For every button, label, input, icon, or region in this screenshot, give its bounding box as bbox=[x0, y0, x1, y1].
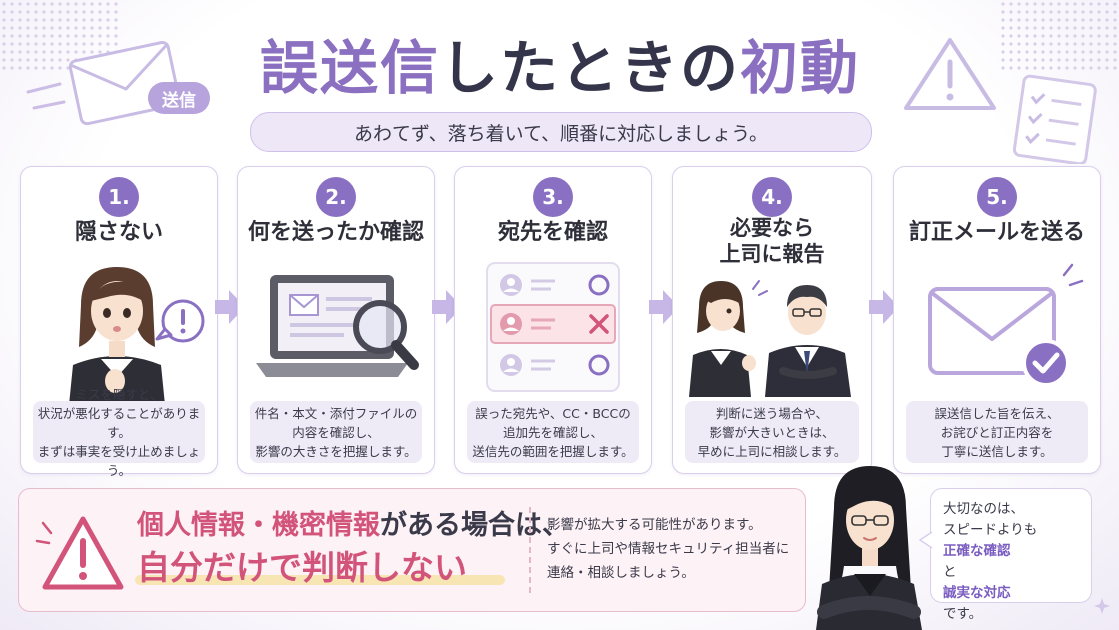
warning-detail: 影響が拡大する可能性があります。 すぐに上司や情報セキュリティ担当者に 連絡・相… bbox=[547, 517, 790, 581]
arrow-right-icon bbox=[869, 290, 899, 324]
warning-triangle-icon bbox=[904, 38, 996, 110]
title-accent: 初動 bbox=[740, 34, 861, 102]
step-number: 2. bbox=[316, 177, 356, 217]
dot-pattern bbox=[999, 0, 1119, 70]
arrow-right-icon bbox=[649, 290, 679, 324]
step-number: 5. bbox=[977, 177, 1017, 217]
step-title: 必要なら 上司に報告 bbox=[719, 216, 825, 266]
envelope-icon bbox=[26, 41, 181, 126]
step-title: 隠さない bbox=[74, 220, 163, 245]
step-card-2: 2. 何を送ったか確認 件名・本文・添付ファイルの 内容を確認し、 影響の大きさ… bbox=[237, 166, 435, 474]
warning-emphasis: 自分だけで判断しない bbox=[137, 548, 467, 587]
highlight-underline bbox=[135, 575, 505, 585]
page-title: 誤送信 したときの 初動 bbox=[240, 22, 880, 104]
step-description: 件名・本文・添付ファイルの 内容を確認し、 影響の大きさを把握します。 bbox=[250, 401, 422, 463]
step-description: ミスを隠すと、 状況が悪化することがあります。 まずは事実を受け止めましょう。 bbox=[33, 387, 205, 478]
divider bbox=[529, 507, 531, 593]
warning-headline: 個人情報・機密情報がある場合は、 bbox=[137, 510, 569, 541]
speech-bubble: 大切なのは、 スピードよりも 正確な確認と 誠実な対応です。 bbox=[930, 488, 1092, 622]
title-plain: したときの bbox=[439, 34, 740, 102]
bubble-tail bbox=[918, 531, 933, 549]
subtitle: あわてず、落ち着いて、順番に対応しましょう。 bbox=[250, 112, 872, 152]
step-card-5: 5. 訂正メールを送る 誤送信した旨を伝え、 お詫びと訂正内容を 丁寧に送信しま… bbox=[893, 166, 1101, 474]
step-title: 訂正メールを送る bbox=[908, 220, 1085, 245]
step-card-3: 3. 宛先を確認 誤った宛先や、CC・BCCの 追加先を確認し、 送信先の範囲を… bbox=[454, 166, 652, 474]
recipient-list-icon bbox=[486, 262, 620, 392]
arrow-right-icon bbox=[215, 290, 245, 324]
warning-box: 個人情報・機密情報がある場合は、 自分だけで判断しない 影響が拡大する可能性があ… bbox=[18, 488, 806, 612]
step-card-4: 4. 必要なら 上司に報告 判断に迷う場合や、 影 bbox=[672, 166, 872, 474]
step-title: 宛先を確認 bbox=[497, 220, 608, 245]
worried-woman-icon bbox=[69, 267, 205, 405]
title-accent: 誤送信 bbox=[259, 34, 440, 102]
checklist-icon bbox=[1012, 74, 1097, 164]
laptop-magnifier-icon bbox=[256, 275, 419, 377]
step-card-1: 1. 隠さない ミスを隠すと、 状況が悪化することがあります。 まずは事実を受け… bbox=[20, 166, 218, 478]
step-description: 誤送信した旨を伝え、 お詫びと訂正内容を 丁寧に送信します。 bbox=[906, 401, 1088, 463]
businesswoman-icon bbox=[816, 466, 922, 630]
envelope-check-icon bbox=[928, 263, 1084, 387]
report-to-boss-icon bbox=[689, 280, 851, 397]
step-description: 誤った宛先や、CC・BCCの 追加先を確認し、 送信先の範囲を把握します。 bbox=[467, 401, 639, 463]
step-number: 4. bbox=[752, 177, 792, 217]
step-title: 何を送ったか確認 bbox=[247, 220, 424, 245]
warning-triangle-icon bbox=[35, 516, 124, 590]
step-number: 1. bbox=[99, 177, 139, 217]
step-number: 3. bbox=[533, 177, 573, 217]
send-tag: 送信 bbox=[148, 82, 210, 114]
sparkle-icon bbox=[1094, 598, 1110, 614]
step-description: 判断に迷う場合や、 影響が大きいときは、 早めに上司に相談します。 bbox=[685, 401, 859, 463]
arrow-right-icon bbox=[432, 290, 462, 324]
